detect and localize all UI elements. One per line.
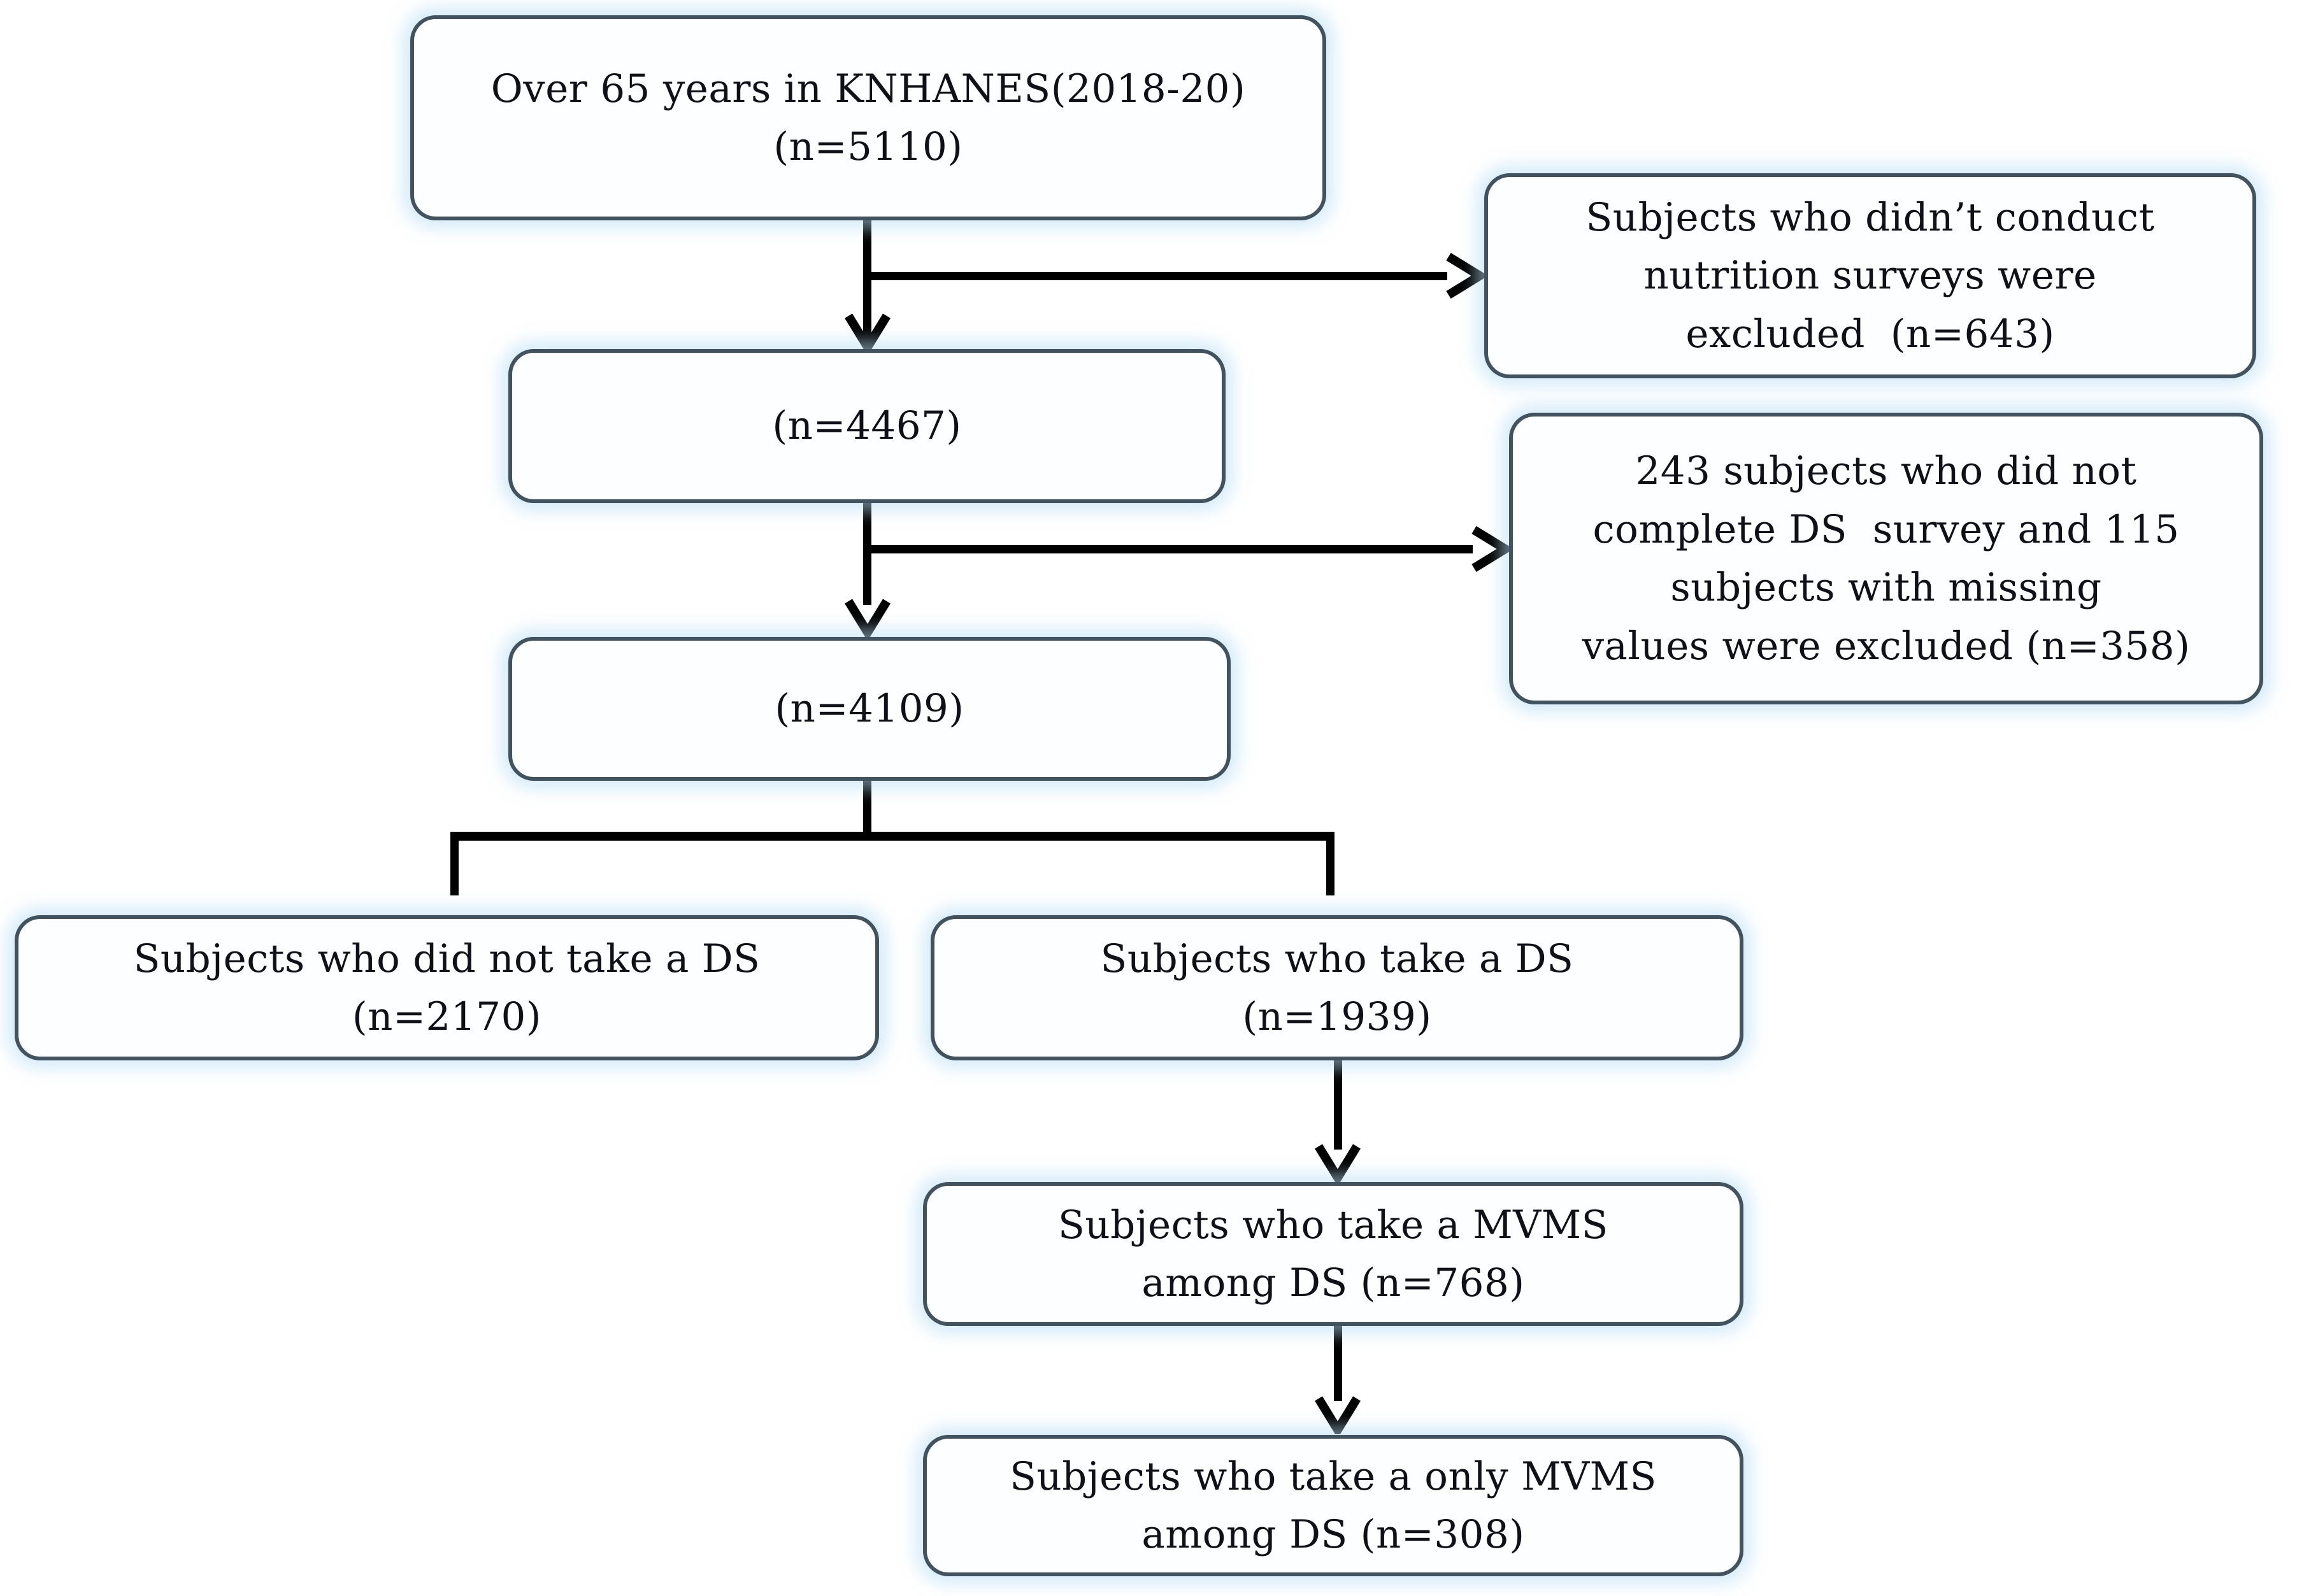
arrowhead-down-icon xyxy=(1315,1144,1361,1182)
branch-drop-right xyxy=(1326,832,1335,895)
node-n4467: (n=4467) xyxy=(508,349,1226,503)
arrowhead-down-icon xyxy=(845,599,891,637)
node-excluded-nutrition-text: Subjects who didn’t conduct nutrition su… xyxy=(1585,194,2155,357)
node-population: Over 65 years in KNHANES(2018-20) (n=511… xyxy=(410,15,1326,220)
node-n4109: (n=4109) xyxy=(508,637,1231,781)
node-ds-text: Subjects who take a DS (n=1939) xyxy=(1100,936,1574,1040)
branch-drop-left xyxy=(450,832,459,895)
node-excluded-ds-missing-text: 243 subjects who did not complete DS sur… xyxy=(1582,448,2191,669)
connector-population-to-n4467 xyxy=(863,219,871,340)
node-mvms-text: Subjects who take a MVMS among DS (n=768… xyxy=(1058,1202,1608,1306)
node-only-mvms: Subjects who take a only MVMS among DS (… xyxy=(923,1435,1743,1576)
node-no-ds: Subjects who did not take a DS (n=2170) xyxy=(15,915,879,1060)
node-excluded-ds-missing: 243 subjects who did not complete DS sur… xyxy=(1509,413,2263,704)
node-only-mvms-text: Subjects who take a only MVMS among DS (… xyxy=(1010,1453,1657,1558)
node-population-text: Over 65 years in KNHANES(2018-20) (n=511… xyxy=(490,66,1246,170)
node-excluded-nutrition: Subjects who didn’t conduct nutrition su… xyxy=(1484,173,2256,378)
arrowhead-down-icon xyxy=(1315,1396,1361,1434)
connector-n4109-to-branch xyxy=(863,781,871,836)
arrowhead-down-icon xyxy=(845,313,891,352)
node-n4467-text: (n=4467) xyxy=(772,403,962,449)
arrowhead-right-icon xyxy=(1471,526,1510,572)
arrowhead-right-icon xyxy=(1446,253,1484,299)
connector-n4467-to-n4109 xyxy=(863,503,871,605)
connector-ds-to-mvms xyxy=(1334,1060,1342,1150)
connector-mvms-to-only-mvms xyxy=(1334,1326,1342,1401)
node-mvms: Subjects who take a MVMS among DS (n=768… xyxy=(923,1182,1743,1326)
connector-n4467-to-excluded-ds-missing xyxy=(868,545,1473,553)
node-ds: Subjects who take a DS (n=1939) xyxy=(931,915,1743,1060)
branch-line xyxy=(450,832,1335,841)
node-n4109-text: (n=4109) xyxy=(775,686,964,732)
node-no-ds-text: Subjects who did not take a DS (n=2170) xyxy=(133,936,761,1040)
connector-population-to-excluded-nutrition xyxy=(868,272,1447,280)
